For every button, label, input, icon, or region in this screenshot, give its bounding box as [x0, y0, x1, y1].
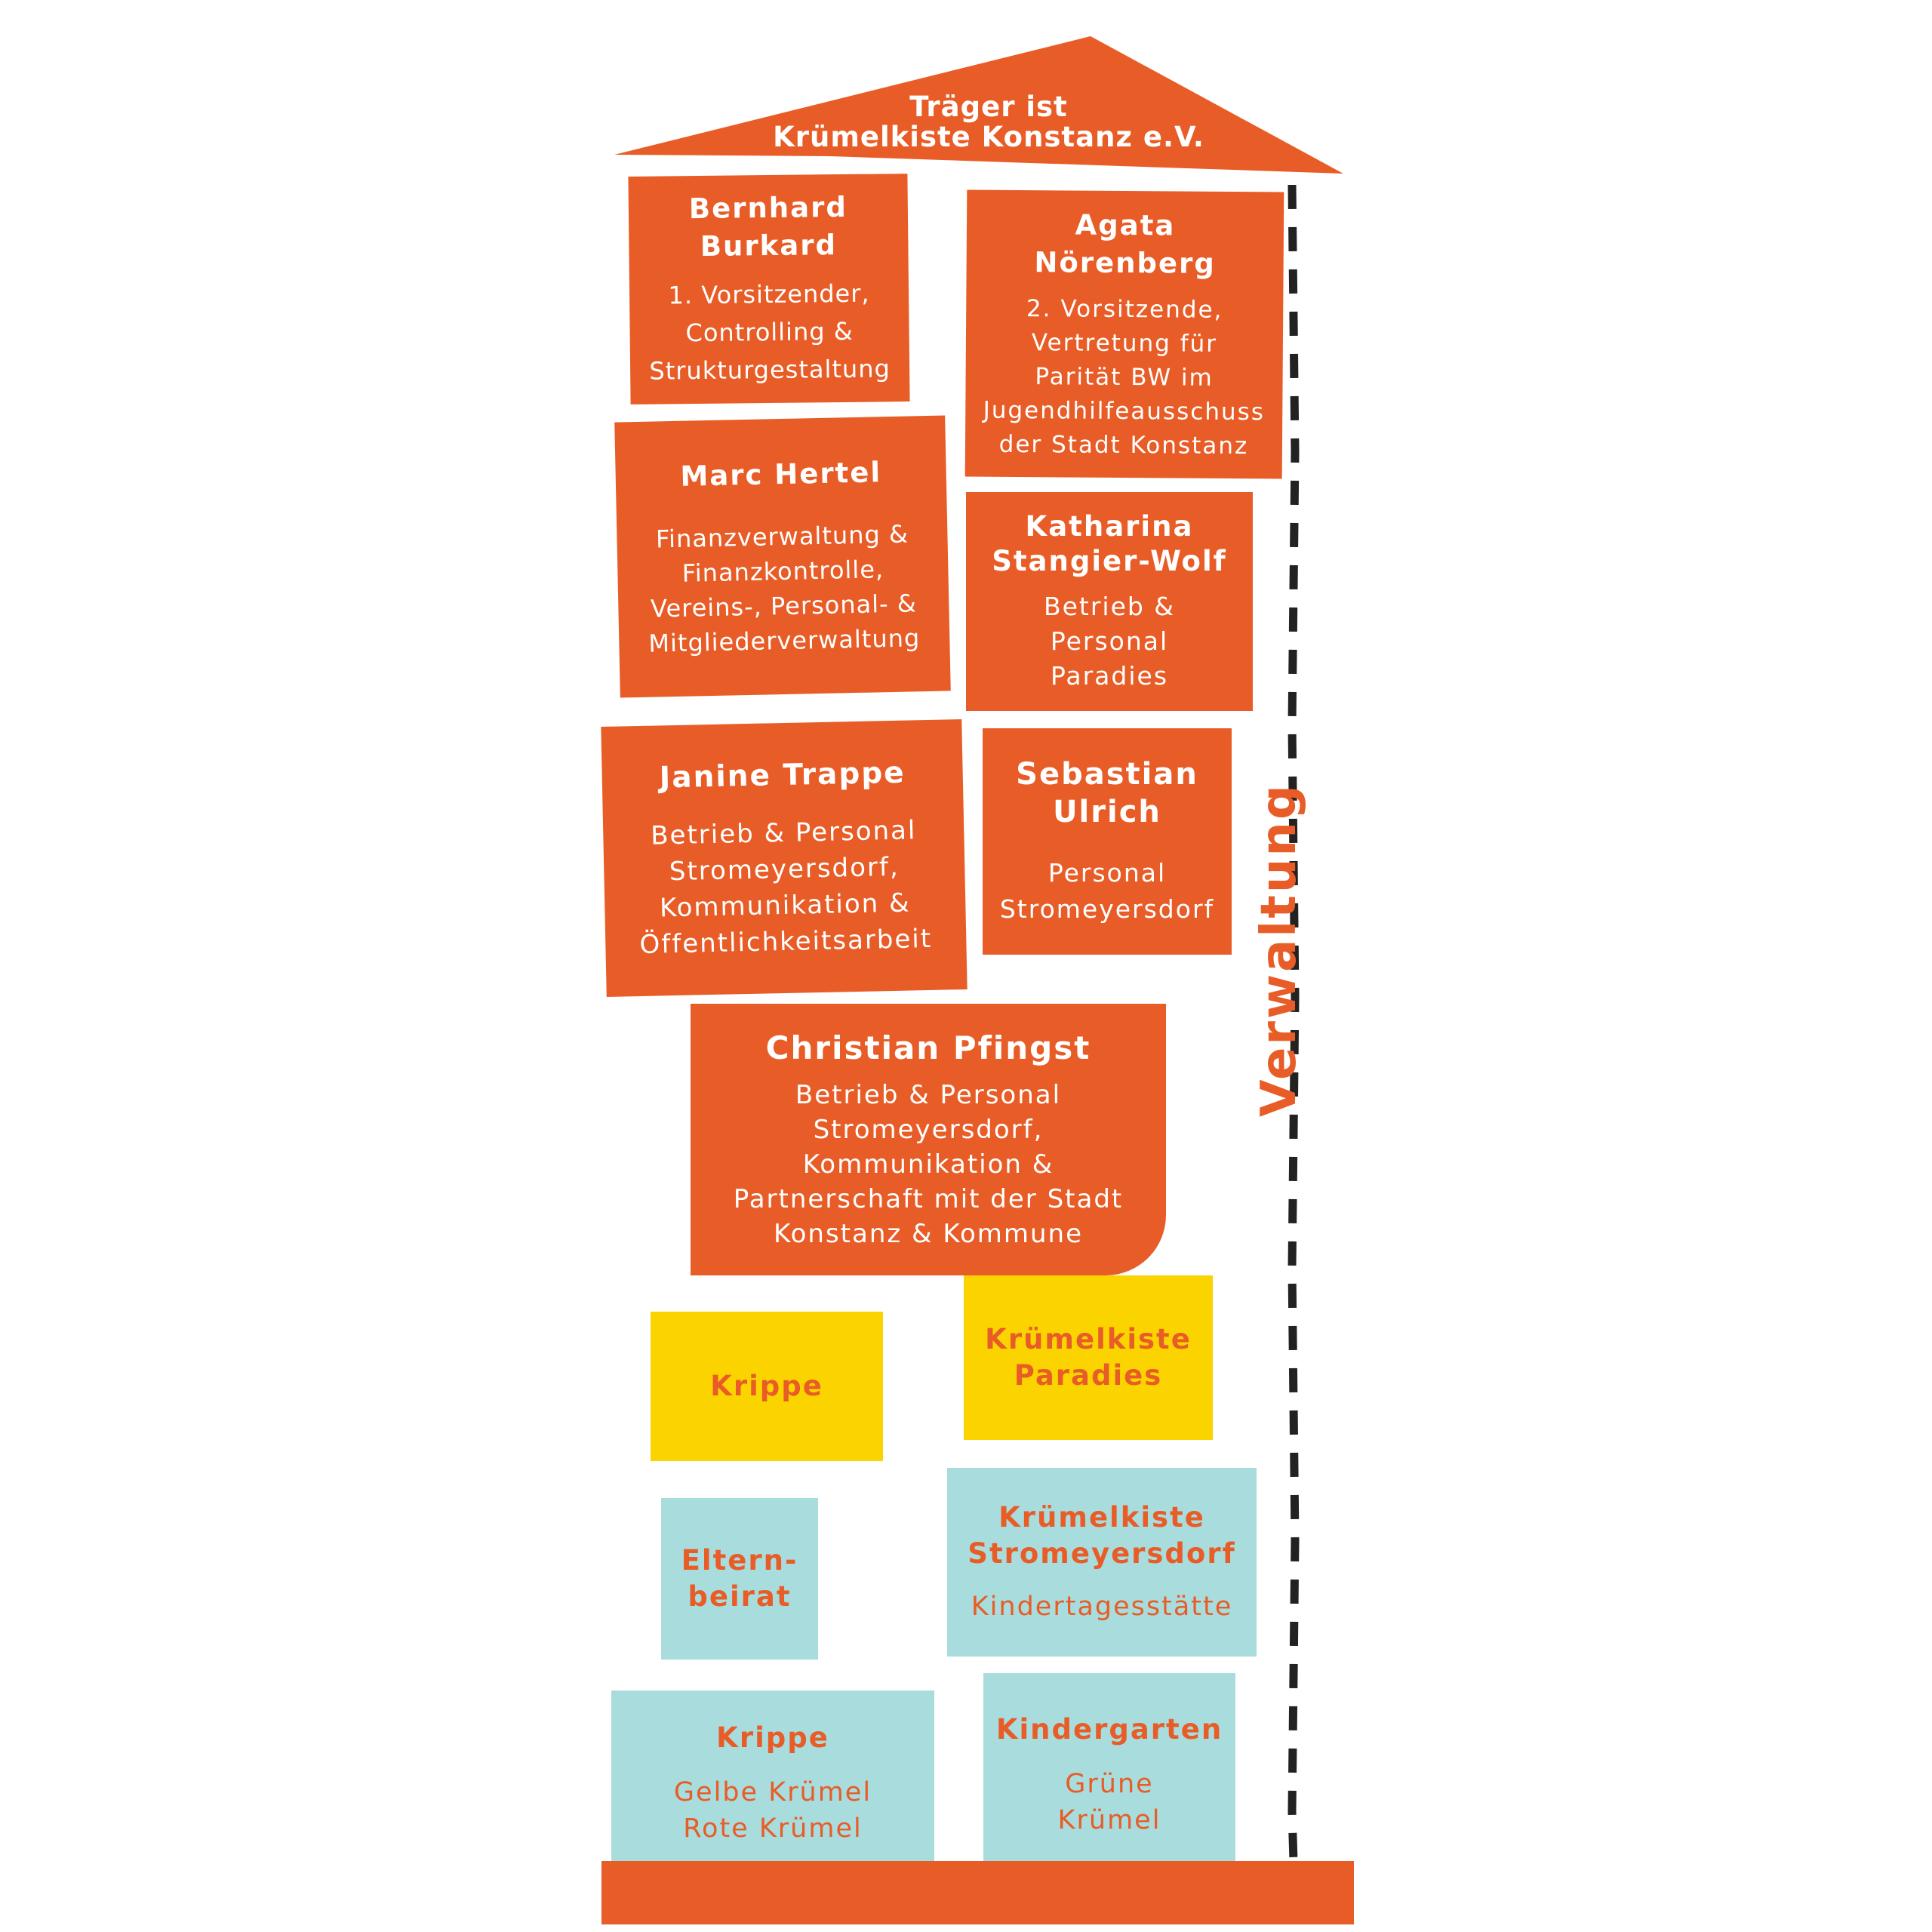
box-katharina-stangier-wolf: Katharina Stangier-Wolf Betrieb & Person…	[966, 492, 1253, 711]
unit-groups: Grüne Krümel	[1057, 1769, 1161, 1835]
box-agata-norenberg: Agata Nörenberg 2. Vorsitzende, Vertretu…	[964, 189, 1284, 479]
person-name: Marc Hertel	[679, 455, 882, 493]
unit-name: Krümelkiste Stromeyersdorf	[968, 1501, 1236, 1570]
person-name: Agata Nörenberg	[1034, 208, 1216, 280]
unit-name: Krippe	[710, 1370, 823, 1402]
person-role: Betrieb & Personal Paradies	[1043, 592, 1176, 691]
roof-title: Träger ist Krümelkiste Konstanz e.V.	[702, 92, 1275, 152]
verwaltung-label: Verwaltung	[1251, 783, 1307, 1117]
person-name: Bernhard Burkard	[688, 190, 848, 263]
person-name: Janine Trappe	[659, 755, 906, 795]
unit-groups: Gelbe Krümel Rote Krümel	[673, 1777, 872, 1844]
box-sebastian-ulrich: Sebastian Ulrich Personal Stromeyersdorf	[983, 728, 1232, 955]
unit-type: Kindertagesstätte	[971, 1592, 1233, 1622]
person-role: 1. Vorsitzender, Controlling & Strukturg…	[649, 278, 891, 386]
box-christian-pfingst: Christian Pfingst Betrieb & Personal Str…	[691, 1004, 1166, 1275]
unit-name: Krümelkiste Paradies	[985, 1323, 1192, 1392]
roof-shape	[614, 36, 1343, 174]
person-role: 2. Vorsitzende, Vertretung für Parität B…	[983, 294, 1266, 460]
box-bernhard-burkard: Bernhard Burkard 1. Vorsitzender, Contro…	[628, 174, 910, 405]
person-role: Finanzverwaltung & Finanzkontrolle, Vere…	[648, 519, 921, 658]
house-ground	[601, 1861, 1354, 1924]
person-role: Personal Stromeyersdorf	[999, 858, 1215, 924]
person-name: Christian Pfingst	[765, 1029, 1091, 1066]
roof-title-line2: Krümelkiste Konstanz e.V.	[773, 121, 1204, 153]
box-elternbeirat: Eltern- beirat	[661, 1498, 818, 1660]
roof-title-line1: Träger ist	[909, 91, 1068, 123]
box-kindergarten: Kindergarten Grüne Krümel	[983, 1673, 1235, 1877]
person-role: Betrieb & Personal Stromeyersdorf, Kommu…	[639, 815, 933, 961]
unit-name: Kindergarten	[995, 1713, 1223, 1746]
box-krippe-blue: Krippe Gelbe Krümel Rote Krümel	[611, 1690, 934, 1876]
box-krippe-yellow: Krippe	[651, 1312, 883, 1461]
unit-name: Krippe	[716, 1721, 829, 1754]
box-janine-trappe: Janine Trappe Betrieb & Personal Stromey…	[601, 719, 968, 997]
box-kruemelkiste-paradies: Krümelkiste Paradies	[964, 1275, 1213, 1440]
unit-name: Eltern- beirat	[681, 1544, 798, 1613]
person-role: Betrieb & Personal Stromeyersdorf, Kommu…	[733, 1080, 1124, 1249]
person-name: Katharina Stangier-Wolf	[992, 510, 1227, 577]
box-kruemelkiste-stromeyersdorf: Krümelkiste Stromeyersdorf Kindertagesst…	[947, 1468, 1257, 1657]
box-marc-hertel: Marc Hertel Finanzverwaltung & Finanzkon…	[614, 415, 951, 698]
verwaltung-dashed-line	[1287, 184, 1300, 1862]
person-name: Sebastian Ulrich	[1016, 757, 1198, 829]
